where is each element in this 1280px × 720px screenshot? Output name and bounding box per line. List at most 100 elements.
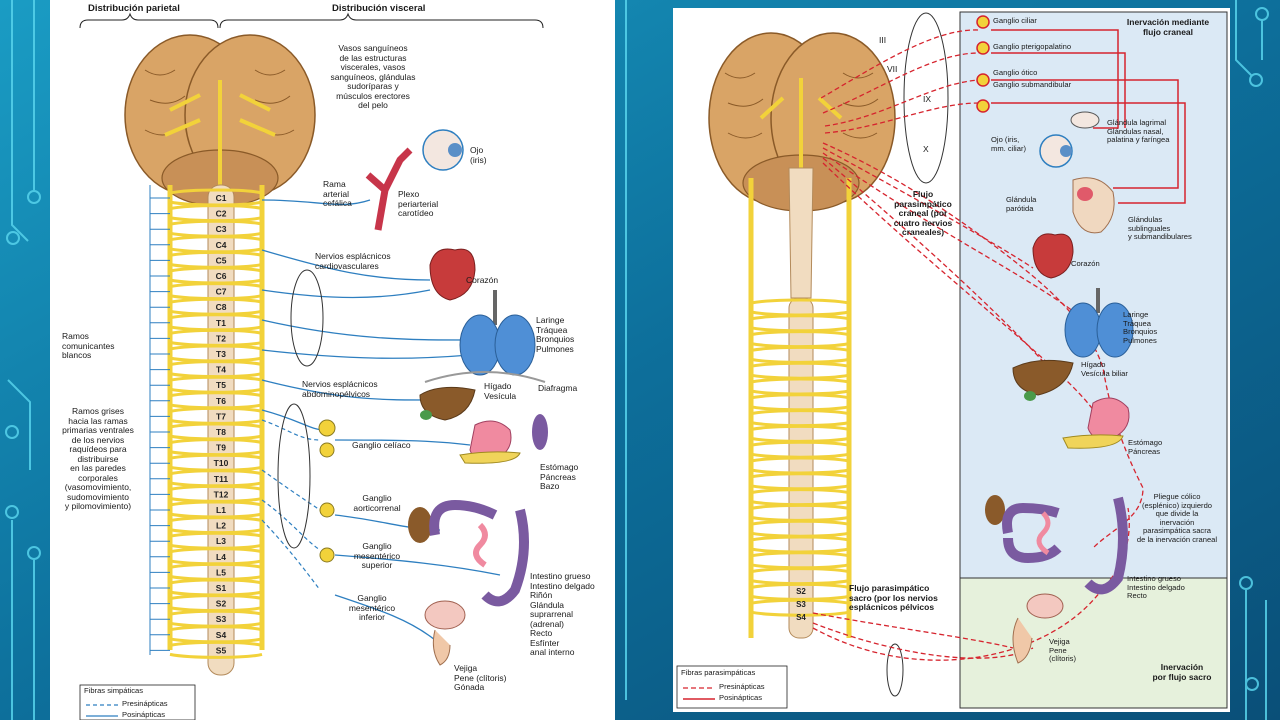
sacral-fiber — [812, 612, 1014, 649]
presynaptic-fiber — [261, 419, 321, 441]
inervacion-sacra-title: Inervación por flujo sacro — [1152, 662, 1212, 682]
fiber-to-heart — [261, 249, 431, 281]
circuit-node — [27, 546, 41, 560]
segment-label: C3 — [216, 224, 227, 234]
segment-label: T3 — [216, 349, 226, 359]
glandula-lagrimal-label: Glándula lagrimal Glándulas nasal, palat… — [1107, 118, 1170, 144]
cardio-splanchnic-bracket — [290, 269, 324, 367]
celiac-ganglion — [318, 419, 336, 437]
segment-label: C6 — [216, 271, 227, 281]
segment-label: L5 — [216, 567, 226, 577]
segment-label: S5 — [216, 645, 227, 655]
header-visceral: Distribución visceral — [332, 3, 426, 14]
circuit-node — [5, 425, 19, 439]
circuit-node — [5, 505, 19, 519]
nervios-abdomino-label: Nervios esplácnicos abdominopélvicos — [302, 379, 378, 399]
segment-label: C4 — [216, 240, 227, 250]
circuit-node — [1249, 73, 1263, 87]
glandula-parotida-label: Glándula parótida — [1006, 195, 1037, 213]
segment-label: T1 — [216, 318, 226, 328]
segment-label: L4 — [216, 552, 226, 562]
liver-organ — [1012, 359, 1074, 396]
abdomino-splanchnic-bracket — [277, 403, 311, 549]
parasympathetic-legend-box — [676, 665, 788, 709]
circuit-node — [6, 231, 20, 245]
sacral-segment-label: S3 — [796, 600, 806, 609]
ramos-grises-label: Ramos grises hacia las ramas primarias v… — [62, 406, 134, 512]
cn-ix-fiber — [824, 79, 980, 127]
cranial-nerve-ix: IX — [923, 94, 932, 104]
circuit-node — [1239, 576, 1253, 590]
segment-label: T6 — [216, 396, 226, 406]
eye-iris — [1060, 145, 1072, 157]
ramos-blancos-label: Ramos comunicantes blancos — [62, 331, 115, 361]
fiber-to-bladder — [334, 594, 436, 641]
vejiga-label: Vejiga Pene (clítoris) — [1049, 637, 1076, 663]
ganglio-aortico-label: Ganglio aorticorrenal — [353, 493, 401, 513]
segment-label: L1 — [216, 505, 226, 515]
higado-label: Hígado Vesícula biliar — [1081, 360, 1128, 378]
sympathetic-diagram: C1C2C3C4C5C6C7C8T1T2T3T4T5T6T7T8T9T10T11… — [79, 12, 548, 720]
fiber-to-liver — [261, 379, 431, 401]
lung-right — [1096, 302, 1134, 358]
ganglio-mes-inf-label: Ganglio mesentérico inferior — [348, 593, 396, 623]
cn-vii-sub-fiber — [824, 102, 980, 134]
cranial-nerve-x: X — [923, 144, 929, 154]
spinal-cord — [207, 184, 235, 676]
parietal-brace — [79, 12, 219, 29]
pancreas-organ — [459, 451, 521, 464]
fiber-to-stomach — [334, 439, 471, 446]
celiac-ganglion-lower — [319, 442, 335, 458]
spinal-nerve-ring — [169, 640, 263, 659]
genital-organ — [432, 629, 451, 666]
segment-label: T9 — [216, 443, 226, 453]
laringe-label: Laringe Tráquea Bronquios Pulmones — [536, 315, 575, 354]
heart-organ — [1032, 233, 1074, 279]
small-intestine — [473, 522, 488, 568]
kidney-organ — [985, 495, 1005, 525]
lung-left — [1064, 302, 1102, 358]
legend-postsynaptic: Posinápticas — [719, 693, 763, 702]
segment-label: C8 — [216, 302, 227, 312]
otic-ganglion — [976, 73, 990, 87]
circuit-node — [1255, 7, 1269, 21]
segment-label: L2 — [216, 521, 226, 531]
estomago-label: Estómago Páncreas Bazo — [540, 462, 579, 492]
spinal-cord — [788, 167, 814, 299]
flujo-craneal-label: Flujo parasimpático craneal (por cuatro … — [893, 189, 953, 238]
segment-label: C7 — [216, 287, 227, 297]
cranial-outflow-bracket — [903, 12, 949, 184]
parotid-gland — [1077, 187, 1093, 201]
segment-label: S4 — [216, 630, 227, 640]
rama-label: Rama arterial cefálica — [323, 179, 352, 209]
eye-iris — [448, 143, 462, 157]
segment-label: S2 — [216, 599, 227, 609]
corazon-label: Corazón — [466, 275, 499, 285]
inervacion-craneal-title: Inervación mediante flujo craneal — [1126, 17, 1210, 37]
sacral-region — [959, 577, 1228, 709]
ciliary-ganglion — [976, 15, 990, 29]
segment-label: T2 — [216, 333, 226, 343]
large-intestine — [1002, 496, 1128, 595]
lung-left — [459, 314, 501, 376]
vagus-fiber-stomach — [822, 162, 1104, 429]
ganglio-mes-sup-label: Ganglio mesentérico superior — [353, 541, 401, 571]
parasympathetic-postsynaptic-fibers — [991, 29, 1186, 204]
ciliary-post-fiber — [991, 29, 1119, 129]
fiber-to-plexus — [261, 199, 371, 206]
circuit-node — [27, 190, 41, 204]
diafragma-label: Diafragma — [538, 383, 578, 393]
bladder-organ — [424, 600, 466, 630]
corazon-label: Corazón — [1071, 259, 1100, 268]
ojo-label: Ojo (iris, mm. ciliar) — [991, 135, 1027, 153]
vasos-label: Vasos sanguíneos de las estructuras visc… — [330, 43, 416, 111]
segment-label: S3 — [216, 614, 227, 624]
plexo-label: Plexo periarterial carotídeo — [398, 189, 439, 219]
segment-label: C5 — [216, 255, 227, 265]
vagus-fiber — [822, 142, 1144, 549]
legend-postsynaptic: Posinápticas — [122, 710, 166, 719]
ganglio-pterigo-label: Ganglio pterigopalatino — [993, 42, 1072, 51]
flujo-sacro-label: Flujo parasimpático sacro (por los nervi… — [849, 583, 938, 613]
